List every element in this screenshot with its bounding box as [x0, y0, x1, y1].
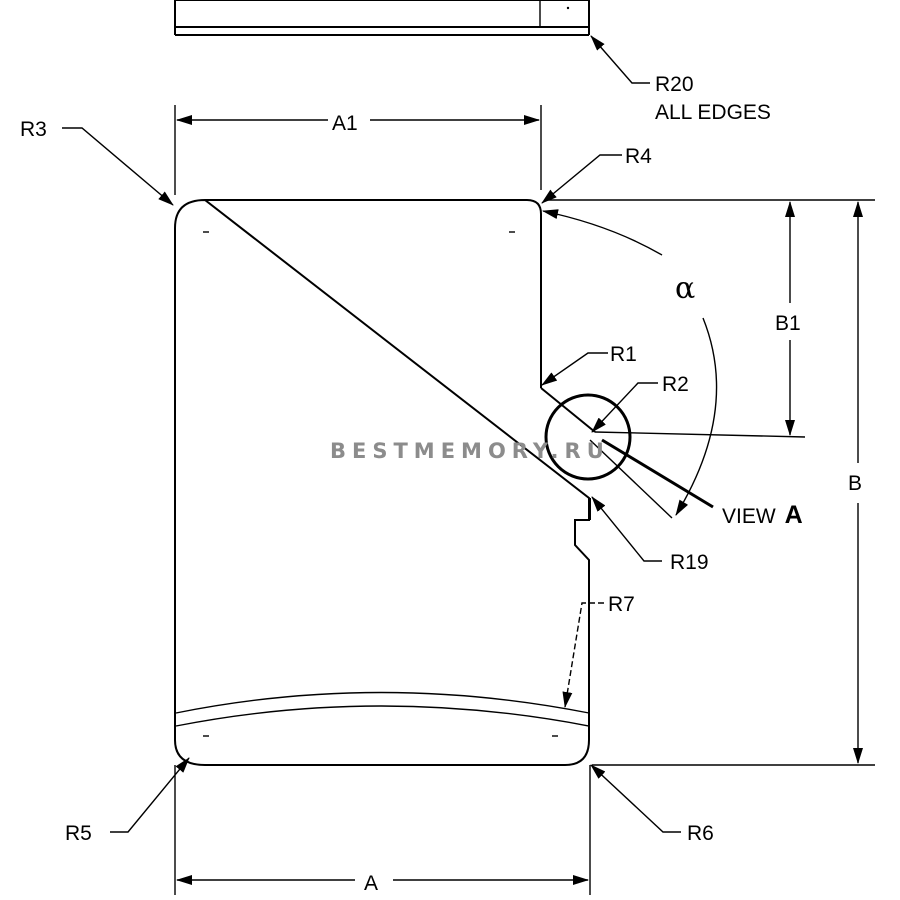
- label-alpha: α: [675, 271, 695, 306]
- label-r3: R3: [20, 118, 47, 141]
- leader-r4: [541, 154, 622, 204]
- dimension-b: [545, 199, 875, 766]
- bevel-curve-upper: [175, 691, 590, 714]
- leader-r3: [62, 127, 174, 206]
- leader-r6: [590, 764, 681, 833]
- edge-view: [174, 0, 590, 36]
- notch-detail: [540, 387, 806, 519]
- label-b1: B1: [775, 312, 801, 335]
- leader-r19: [591, 496, 662, 562]
- watermark: BESTMEMORY.RU: [330, 439, 610, 463]
- label-r6: R6: [687, 822, 714, 845]
- label-r1: R1: [610, 343, 637, 366]
- label-r20: R20: [655, 73, 694, 96]
- alpha-arc-lower: [675, 317, 718, 516]
- label-all-edges: ALL EDGES: [655, 101, 771, 124]
- dimension-a1: [174, 105, 542, 195]
- bevel-curve-lower: [175, 705, 590, 727]
- view-a-circle: [544, 393, 632, 481]
- label-r2: R2: [662, 373, 689, 396]
- leader-view-a: [601, 438, 714, 509]
- leader-r5: [110, 757, 190, 833]
- dimension-a: [174, 765, 591, 895]
- alpha-arc-upper: [542, 209, 663, 256]
- label-r4: R4: [625, 145, 652, 168]
- leader-r20: [590, 35, 650, 84]
- label-r19: R19: [670, 551, 709, 574]
- leader-r7: [562, 602, 604, 708]
- module-outline: [174, 198, 590, 766]
- leader-r2: [591, 382, 658, 433]
- label-b: B: [848, 472, 862, 495]
- label-view: VIEW: [722, 505, 776, 528]
- label-view-letter: A: [785, 501, 803, 529]
- label-r7: R7: [608, 593, 635, 616]
- label-r5: R5: [65, 822, 92, 845]
- leader-r1: [541, 352, 608, 386]
- label-a: A: [364, 872, 378, 895]
- label-a1: A1: [332, 112, 358, 135]
- label-view-a: VIEW A: [722, 501, 803, 529]
